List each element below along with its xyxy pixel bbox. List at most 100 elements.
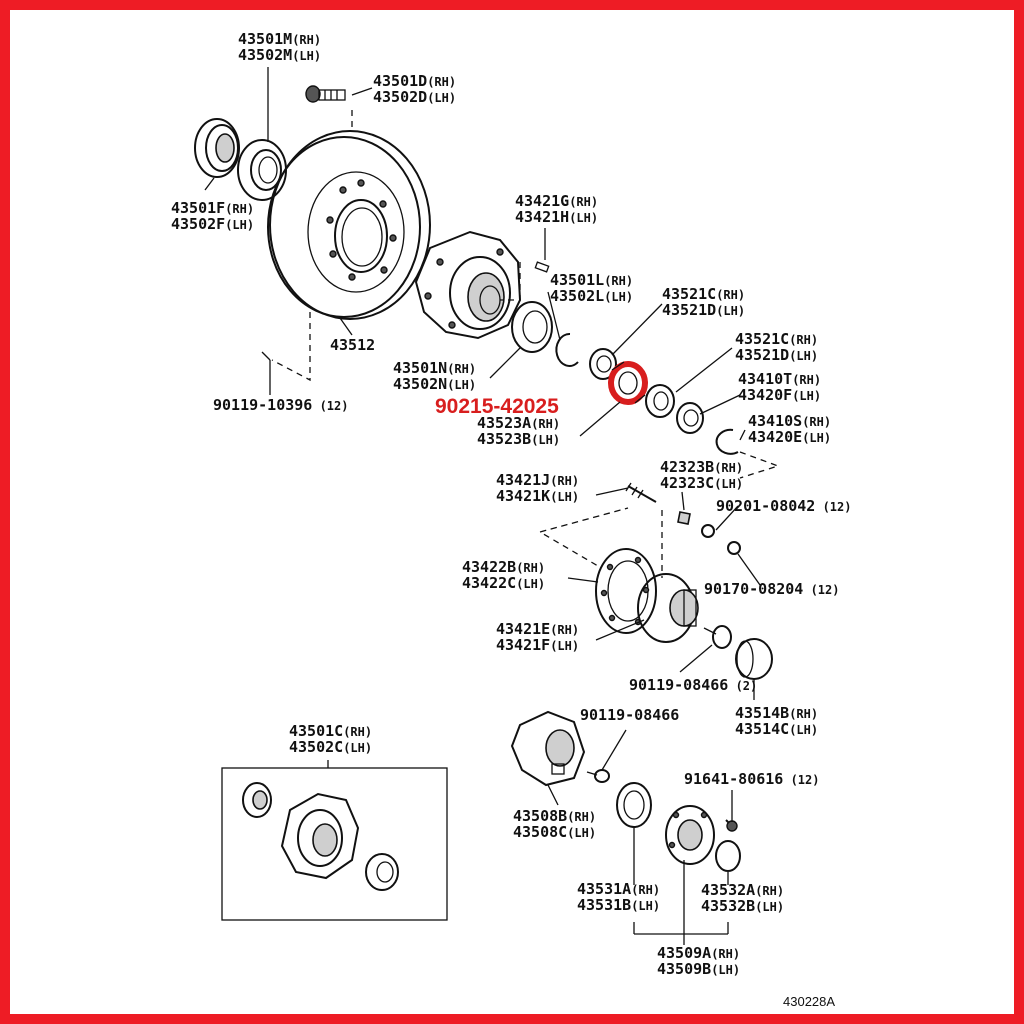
side-qty-note: (LH) — [569, 211, 598, 225]
side-qty-note: (RH) — [343, 725, 372, 739]
part-number: 43521D — [735, 346, 789, 364]
part-number: 43421J — [496, 471, 550, 489]
side-qty-note: (RH) — [802, 415, 831, 429]
part-number: 90119-10396 — [213, 396, 312, 414]
brake-rotor-drawing — [267, 130, 431, 320]
side-qty-note: (LH) — [755, 900, 784, 914]
part-number-label: 90119-10396 (12) — [213, 396, 348, 414]
part-number-label: 43410S(RH) — [748, 412, 831, 430]
part-number: 43531A — [577, 880, 631, 898]
side-qty-note: (RH) — [711, 947, 740, 961]
part-number-label: 90119-08466 — [580, 706, 679, 724]
c-ring-drawing — [715, 428, 739, 455]
side-qty-note: (12) — [815, 500, 851, 514]
side-qty-note: (12) — [803, 583, 839, 597]
side-qty-note: (RH) — [714, 461, 743, 475]
hub-stud-drawing — [625, 482, 657, 503]
part-number: 43502C — [289, 738, 343, 756]
side-qty-note: (RH) — [792, 373, 821, 387]
part-number: 43521C — [662, 285, 716, 303]
inner-bearing-drawing — [511, 301, 553, 353]
part-number: 43532A — [701, 881, 755, 899]
bearing-drawing — [237, 139, 287, 201]
part-number-label: 43521C(RH) — [735, 330, 818, 348]
side-qty-note: (RH) — [755, 884, 784, 898]
part-number: 43421K — [496, 487, 550, 505]
part-number: 91641-80616 — [684, 770, 783, 788]
side-qty-note: (LH) — [789, 349, 818, 363]
adjusting-nut-drawing — [676, 402, 704, 434]
lock-nut-drawing — [645, 384, 675, 418]
highlighted-plate-drawing — [608, 361, 648, 405]
side-qty-note: (LH) — [292, 49, 321, 63]
side-qty-note: (RH) — [550, 474, 579, 488]
side-qty-note: (LH) — [343, 741, 372, 755]
part-number-label: 43420E(LH) — [748, 428, 831, 446]
part-number-label: 43421K(LH) — [496, 487, 579, 505]
part-number-label: 43531A(RH) — [577, 880, 660, 898]
part-number: 43501D — [373, 72, 427, 90]
drive-flange-drawing — [637, 573, 699, 643]
part-number: 43523B — [477, 430, 531, 448]
gasket-drawing — [595, 548, 657, 634]
part-number-label: 43509B(LH) — [657, 960, 740, 978]
part-number-label: 43502F(LH) — [171, 215, 254, 233]
part-number-label: 90119-08466 (2) — [629, 676, 757, 694]
highlight-part-number: 90215-42025 — [435, 395, 559, 418]
part-number-label: 43501M(RH) — [238, 30, 321, 48]
dashed-guides — [271, 110, 781, 578]
part-number-label: 90201-08042 (12) — [716, 497, 851, 515]
grease-cap-drawing — [735, 638, 773, 680]
part-number-label: 43421H(LH) — [515, 208, 598, 226]
part-number-label: 43501D(RH) — [373, 72, 456, 90]
hub-bolt-drawing — [586, 769, 610, 783]
part-number: 43420E — [748, 428, 802, 446]
diagram-code: 430228A — [783, 994, 835, 1009]
side-qty-note: (LH) — [447, 378, 476, 392]
part-number-label: 43410T(RH) — [738, 370, 821, 388]
part-number-label: 43501C(RH) — [289, 722, 372, 740]
part-number: 43410S — [748, 412, 802, 430]
part-number-label: 43508C(LH) — [513, 823, 596, 841]
part-number: 43421F — [496, 636, 550, 654]
part-number: 43514C — [735, 720, 789, 738]
hub-gasket-drawing — [616, 782, 652, 828]
part-number-label: 43508B(RH) — [513, 807, 596, 825]
side-qty-note: (RH) — [550, 623, 579, 637]
part-number-label: 91641-80616 (12) — [684, 770, 819, 788]
part-labels: 43501M(RH)43502M(LH)43501D(RH)43502D(LH)… — [171, 30, 851, 978]
side-qty-note: (RH) — [716, 288, 745, 302]
part-number: 43509B — [657, 960, 711, 978]
side-qty-note: (LH) — [711, 963, 740, 977]
part-number: 43502M — [238, 46, 292, 64]
side-qty-note: (RH) — [531, 417, 560, 431]
side-qty-note: (LH) — [802, 431, 831, 445]
side-qty-note: (RH) — [516, 561, 545, 575]
part-number: 43502D — [373, 88, 427, 106]
part-number-label: 43501N(RH) — [393, 359, 476, 377]
part-number: 42323C — [660, 474, 714, 492]
part-number: 43502F — [171, 215, 225, 233]
snap-ring-drawing — [555, 332, 579, 367]
side-qty-note: (LH) — [516, 577, 545, 591]
part-number: 43421E — [496, 620, 550, 638]
part-number-label: 43531B(LH) — [577, 896, 660, 914]
part-number: 43521D — [662, 301, 716, 319]
side-qty-note: (RH) — [292, 33, 321, 47]
part-number-label: 43514C(LH) — [735, 720, 818, 738]
part-number-label: 43501F(RH) — [171, 199, 254, 217]
part-number-label: 43514B(RH) — [735, 704, 818, 722]
part-number: 43531B — [577, 896, 631, 914]
part-number: 43421G — [515, 192, 569, 210]
part-number-label: 43502C(LH) — [289, 738, 372, 756]
axle-hub-drawing — [414, 230, 522, 340]
side-qty-note: (RH) — [631, 883, 660, 897]
washer-drawing — [589, 348, 617, 380]
part-number: 43501N — [393, 359, 447, 377]
side-qty-note: (RH) — [604, 274, 633, 288]
cone-washer-drawing — [677, 511, 691, 525]
part-number-label: 43420F(LH) — [738, 386, 821, 404]
part-number: 43512 — [330, 336, 375, 354]
side-qty-note: (RH) — [567, 810, 596, 824]
